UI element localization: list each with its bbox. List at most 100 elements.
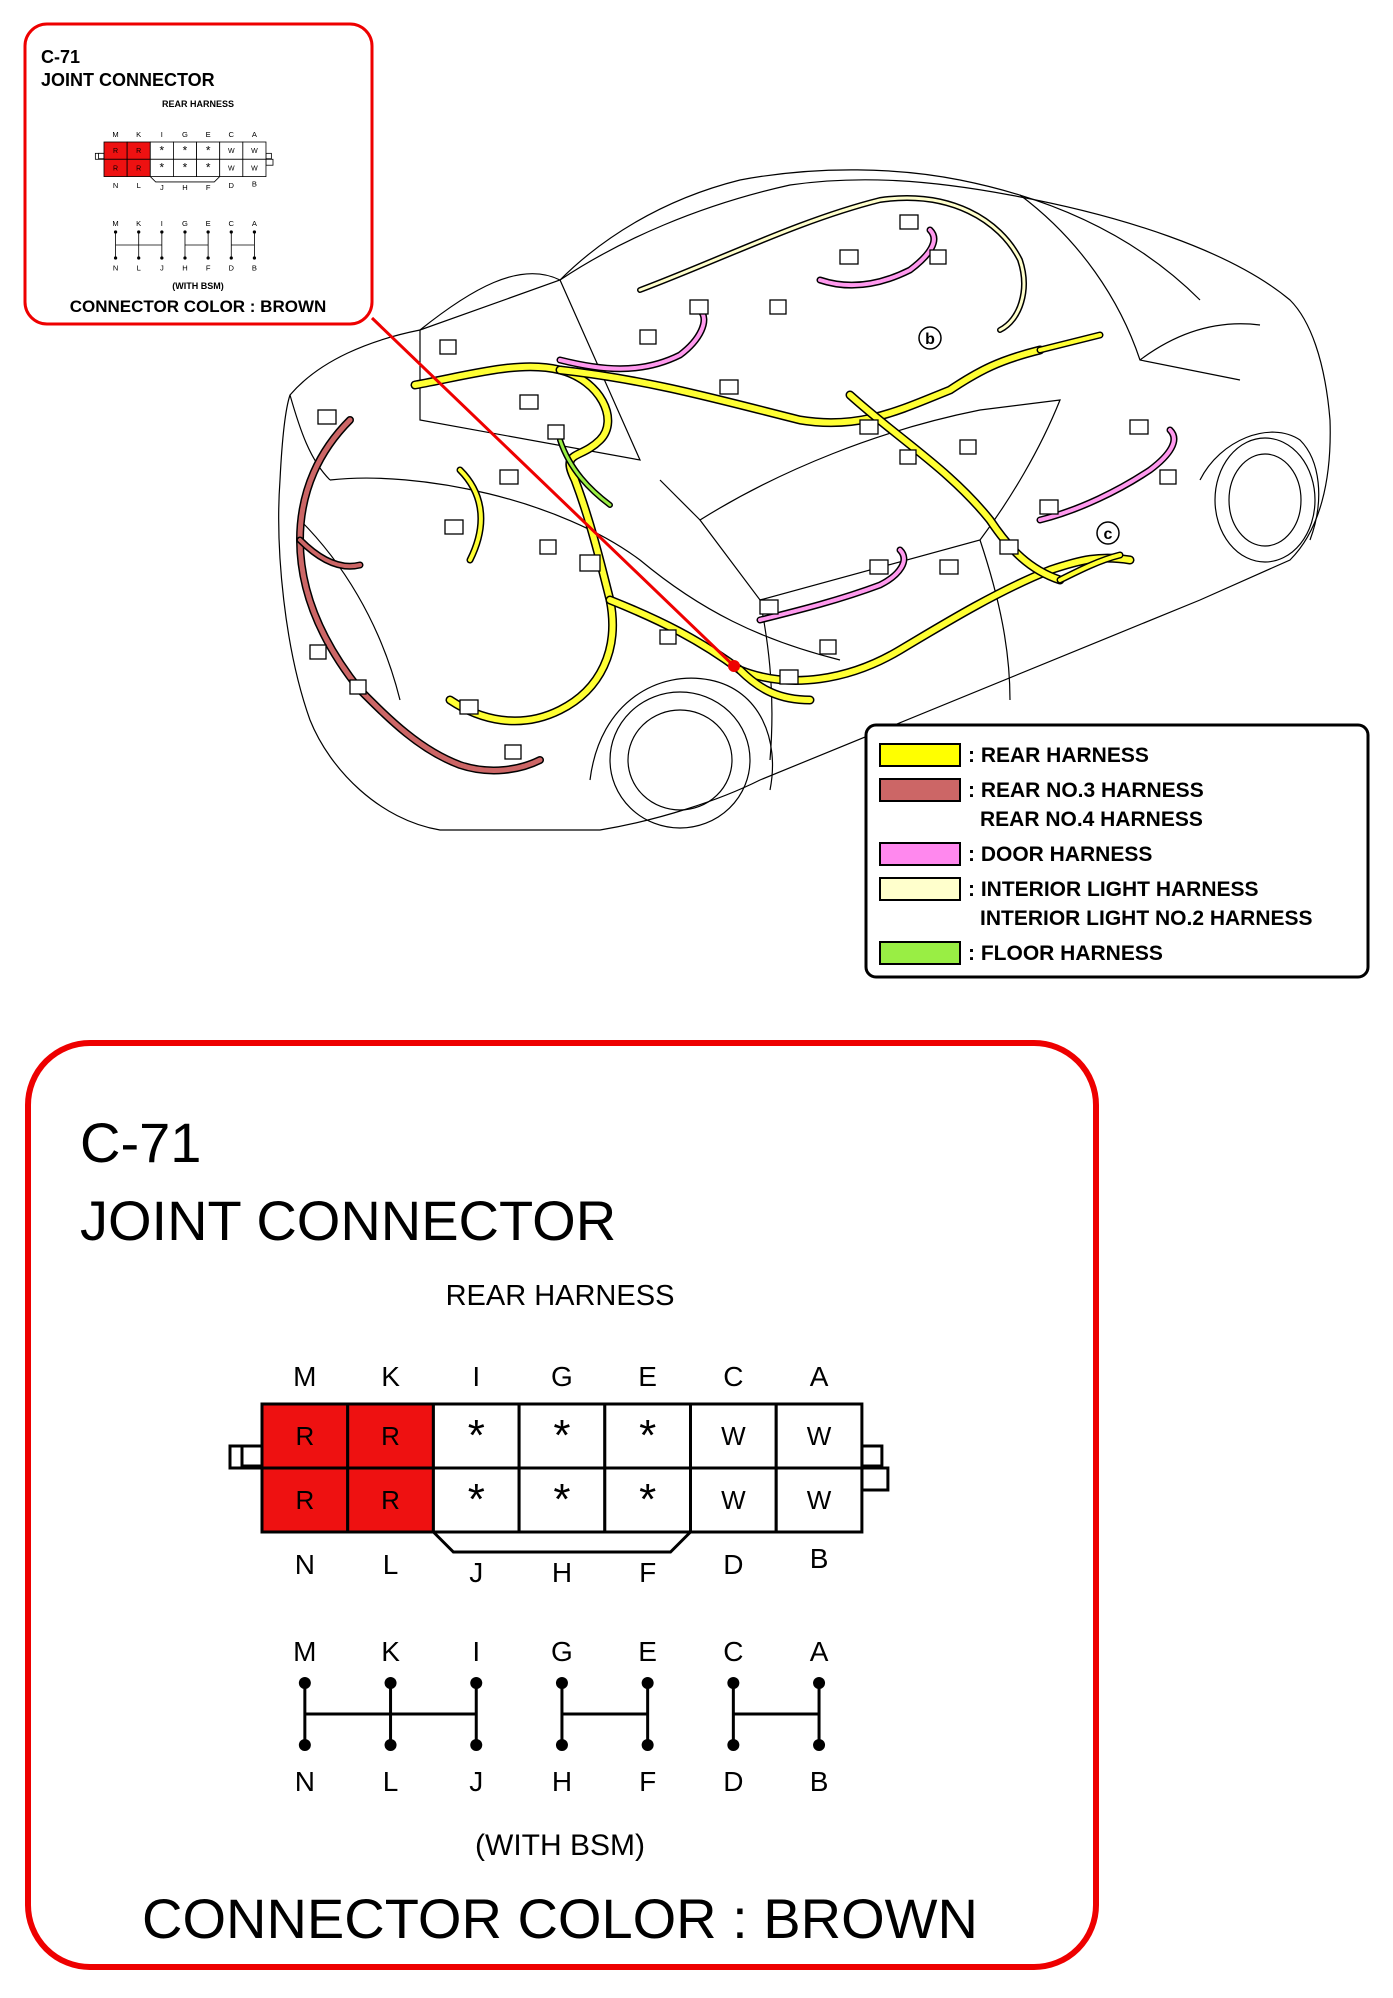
legend-label: : DOOR HARNESS — [968, 843, 1152, 866]
joint-node — [252, 230, 257, 234]
terminal-code: W — [721, 1485, 746, 1515]
legend-label: INTERIOR LIGHT NO.2 HARNESS — [980, 907, 1313, 930]
pin-label-top: A — [810, 1361, 829, 1392]
pin-label-bottom: L — [383, 1549, 399, 1580]
joint-node — [113, 256, 118, 260]
pin-label-top: C — [229, 130, 235, 139]
legend-label: : REAR HARNESS — [968, 744, 1149, 767]
pin-label-bottom: H — [182, 183, 187, 192]
legend-swatch — [879, 877, 961, 901]
joint-node — [252, 256, 257, 260]
latch-left-upper — [240, 1444, 264, 1468]
joint-pin-top: I — [161, 219, 163, 228]
interior-light-harness-wiring — [637, 195, 1027, 333]
joint-node — [229, 256, 233, 260]
inset-note: (WITH BSM) — [172, 281, 224, 291]
svg-text:b: b — [925, 331, 935, 348]
terminal-cell — [242, 158, 267, 177]
joint-pin-bottom: L — [137, 263, 141, 272]
pin-label-bottom: B — [810, 1543, 829, 1574]
pin-label-bottom: J — [160, 183, 164, 192]
joint-node — [298, 1677, 311, 1689]
harness-legend: : REAR HARNESS : REAR NO.3 HARNESS REAR NO… — [864, 723, 1370, 979]
joint-node — [470, 1739, 483, 1751]
joint-pin-bottom: H — [552, 1766, 572, 1797]
joint-node — [206, 230, 210, 234]
terminal-code: * — [468, 1411, 485, 1460]
terminal-code: * — [183, 161, 188, 175]
pin-label-bottom: B — [252, 179, 257, 188]
joint-pin-bottom: H — [182, 263, 187, 272]
joint-node — [813, 1739, 826, 1751]
terminal-code: * — [553, 1411, 570, 1460]
legend-swatch — [879, 842, 961, 866]
rear-harness-wiring — [410, 331, 1135, 726]
joint-node — [206, 256, 210, 260]
car-illustration — [278, 169, 1331, 831]
pin-label-bottom: F — [206, 183, 211, 192]
joint-pin-bottom: B — [810, 1766, 829, 1797]
joint-node — [298, 1739, 311, 1751]
legend-swatch — [879, 778, 961, 802]
terminal-code: W — [251, 165, 258, 172]
joint-node — [137, 256, 141, 260]
pin-label-bottom: D — [723, 1549, 743, 1580]
pin-label-top: M — [293, 1361, 316, 1392]
terminal-cell — [346, 1402, 435, 1470]
terminal-cell — [689, 1402, 778, 1470]
joint-node — [555, 1677, 568, 1689]
latch-right-lower — [265, 158, 274, 166]
terminal-code: W — [251, 148, 258, 155]
legend-swatch — [879, 941, 961, 965]
terminal-cell — [431, 1466, 521, 1534]
joint-node — [813, 1677, 826, 1689]
joint-node — [160, 256, 164, 260]
joint-pin-top: M — [293, 1636, 316, 1667]
joint-pin-bottom: D — [229, 263, 235, 272]
pin-label-top: A — [252, 130, 258, 139]
inset-connector-id: C-71 — [41, 47, 80, 67]
joint-pin-bottom: D — [723, 1766, 743, 1797]
callout-c: c — [1096, 521, 1120, 545]
terminal-code: R — [136, 165, 141, 172]
joint-node — [641, 1739, 654, 1751]
joint-node — [727, 1739, 740, 1751]
terminal-cell — [774, 1402, 864, 1470]
joint-node — [160, 230, 164, 234]
pin-label-top: G — [182, 130, 188, 139]
pin-label-top: G — [551, 1361, 573, 1392]
terminal-code: R — [113, 165, 118, 172]
terminal-code: W — [721, 1421, 746, 1451]
legend-label: : REAR NO.3 HARNESS — [968, 779, 1204, 802]
harness-connectors — [309, 214, 1177, 760]
connector-color: CONNECTOR COLOR : BROWN — [142, 1887, 978, 1950]
terminal-code: * — [639, 1475, 656, 1524]
legend-label: REAR NO.4 HARNESS — [980, 808, 1203, 831]
connector-location-marker — [728, 660, 740, 672]
legend-label: : FLOOR HARNESS — [968, 942, 1163, 965]
pin-label-bottom: D — [229, 181, 235, 190]
legend-swatch — [879, 743, 961, 767]
joint-pin-top: I — [472, 1636, 480, 1667]
joint-node — [384, 1739, 397, 1751]
terminal-code: R — [295, 1421, 314, 1451]
joint-pin-top: C — [229, 219, 235, 228]
joint-node — [137, 230, 141, 234]
pin-label-top: C — [723, 1361, 743, 1392]
terminal-code: * — [206, 161, 211, 175]
terminal-code: * — [206, 143, 211, 157]
terminal-code: * — [160, 161, 165, 175]
harness-label: REAR HARNESS — [446, 1280, 675, 1312]
latch-left-upper — [98, 152, 105, 160]
pin-label-top: I — [472, 1361, 480, 1392]
pin-label-bottom: L — [137, 181, 141, 190]
terminal-code: W — [807, 1485, 832, 1515]
connector-key-skirt — [149, 176, 220, 183]
pin-label-bottom: H — [552, 1557, 572, 1588]
terminal-code: R — [295, 1485, 314, 1515]
latch-right-upper — [265, 152, 272, 160]
